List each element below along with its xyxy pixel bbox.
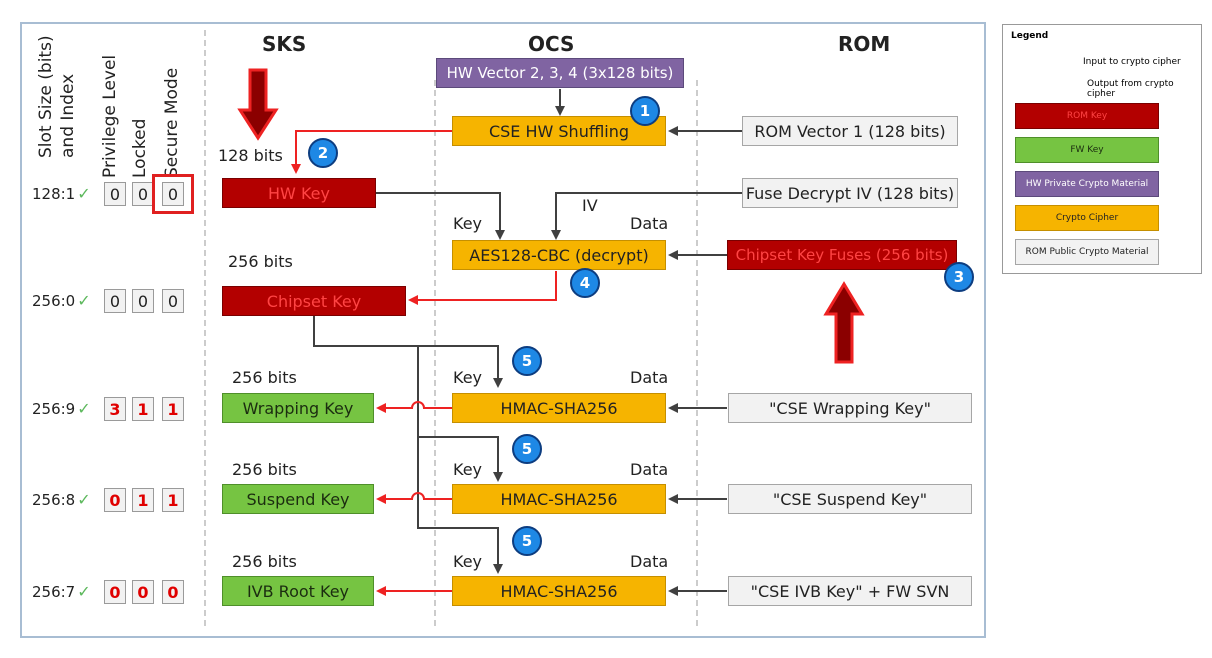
arrow-chipset-hmac2 [417, 346, 503, 482]
secure-cell: 0 [162, 289, 184, 313]
step-badge-2: 2 [308, 138, 338, 168]
arrow-chipset-hmac1 [313, 316, 503, 388]
legend-input-label: Input to crypto cipher [1083, 57, 1181, 67]
arrow-hmac1-wrapping [376, 401, 452, 413]
rom-cse-wrapping-key: "CSE Wrapping Key" [728, 393, 972, 423]
chipset-key-fuses: Chipset Key Fuses (256 bits) [727, 240, 957, 270]
highlight-arrow-up [823, 281, 865, 364]
privilege-cell: 3 [104, 397, 126, 421]
column-title-sks: SKS [262, 32, 307, 56]
port-label-data: Data [630, 368, 669, 387]
legend: Legend Input to crypto cipher Output fro… [1002, 24, 1202, 274]
slot-label: 256:7✓ [32, 582, 91, 601]
port-label-iv: IV [582, 196, 598, 215]
arrow-hwkey-aes [376, 192, 505, 240]
wrapping-key: Wrapping Key [222, 393, 374, 423]
legend-rom-public: ROM Public Crypto Material [1015, 239, 1159, 265]
bits-label: 256 bits [232, 368, 297, 387]
check-icon: ✓ [77, 582, 91, 601]
step-badge-5: 5 [512, 434, 542, 464]
privilege-cell: 0 [104, 488, 126, 512]
check-icon: ✓ [77, 399, 91, 418]
port-label-data: Data [630, 552, 669, 571]
rom-cse-ivb-key: "CSE IVB Key" + FW SVN [728, 576, 972, 606]
locked-cell: 1 [132, 397, 154, 421]
column-title-rom: ROM [838, 32, 891, 56]
header-and-index: and Index [58, 73, 78, 158]
diagram-frame [20, 22, 986, 638]
column-title-ocs: OCS [528, 32, 575, 56]
locked-cell: 1 [132, 488, 154, 512]
secure-cell: 0 [162, 580, 184, 604]
hw-vector-box: HW Vector 2, 3, 4 (3x128 bits) [436, 58, 684, 88]
step-badge-3: 3 [944, 262, 974, 292]
legend-crypto-cipher: Crypto Cipher [1015, 205, 1159, 231]
locked-cell: 0 [132, 289, 154, 313]
bits-label: 256 bits [232, 460, 297, 479]
highlight-arrow-down [237, 68, 279, 141]
suspend-key: Suspend Key [222, 484, 374, 514]
legend-rom-key: ROM Key [1015, 103, 1159, 129]
step-badge-1: 1 [630, 96, 660, 126]
port-label-key: Key [453, 552, 483, 571]
legend-output-label: Output from crypto cipher [1087, 79, 1174, 99]
step-badge-5: 5 [512, 526, 542, 556]
secure-mode-highlight [152, 174, 194, 214]
chipset-key: Chipset Key [222, 286, 406, 316]
legend-hw-private: HW Private Crypto Material [1015, 171, 1159, 197]
bits-label: 128 bits [218, 146, 283, 165]
slot-label: 256:8✓ [32, 490, 91, 509]
secure-cell: 0 [162, 182, 184, 206]
secure-cell: 1 [162, 397, 184, 421]
bits-label: 256 bits [228, 252, 293, 271]
header-privilege-level: Privilege Level [100, 54, 120, 178]
port-label-key: Key [453, 460, 483, 479]
port-label-data: Data [630, 460, 669, 479]
privilege-cell: 0 [104, 182, 126, 206]
hmac-sha256-ivb: HMAC-SHA256 [452, 576, 666, 606]
secure-cell: 1 [162, 488, 184, 512]
arrow-aes-chipsetkey [408, 271, 557, 305]
legend-title: Legend [1011, 31, 1049, 41]
hmac-sha256-wrapping: HMAC-SHA256 [452, 393, 666, 423]
arrow-hmac2-suspend [376, 492, 452, 504]
bits-label: 256 bits [232, 552, 297, 571]
check-icon: ✓ [77, 291, 91, 310]
locked-cell: 0 [132, 182, 154, 206]
check-icon: ✓ [77, 490, 91, 509]
rom-cse-suspend-key: "CSE Suspend Key" [728, 484, 972, 514]
hmac-sha256-suspend: HMAC-SHA256 [452, 484, 666, 514]
slot-label: 256:9✓ [32, 399, 91, 418]
cse-hw-shuffling: CSE HW Shuffling [452, 116, 666, 146]
step-badge-5: 5 [512, 346, 542, 376]
port-label-key: Key [453, 368, 483, 387]
locked-cell: 0 [132, 580, 154, 604]
port-label-data: Data [630, 214, 669, 233]
slot-label: 256:0✓ [32, 291, 91, 310]
privilege-cell: 0 [104, 580, 126, 604]
aes128-cbc-decrypt: AES128-CBC (decrypt) [452, 240, 666, 270]
header-locked: Locked [130, 118, 150, 178]
slot-label: 128:1✓ [32, 184, 91, 203]
legend-fw-key: FW Key [1015, 137, 1159, 163]
fuse-decrypt-iv: Fuse Decrypt IV (128 bits) [742, 178, 958, 208]
ivb-root-key: IVB Root Key [222, 576, 374, 606]
hw-key: HW Key [222, 178, 376, 208]
arrow-fuseiv-aes [551, 192, 742, 240]
privilege-cell: 0 [104, 289, 126, 313]
arrow-shuffling-hwkey [291, 130, 452, 174]
header-slot-size: Slot Size (bits) [36, 35, 56, 158]
check-icon: ✓ [77, 184, 91, 203]
step-badge-4: 4 [570, 268, 600, 298]
arrow-chipset-hmac3 [417, 437, 503, 574]
header-secure-mode: Secure Mode [162, 67, 182, 178]
rom-vector-1: ROM Vector 1 (128 bits) [742, 116, 958, 146]
port-label-key: Key [453, 214, 483, 233]
